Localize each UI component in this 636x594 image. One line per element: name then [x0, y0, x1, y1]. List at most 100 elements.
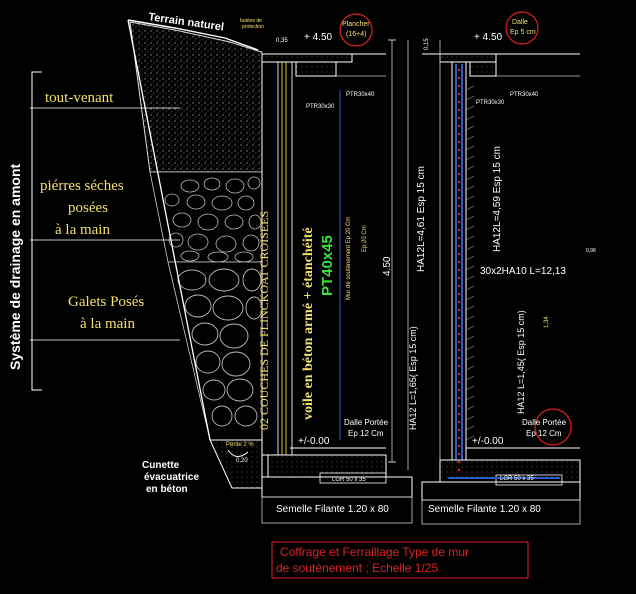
- left-elev-bottom: +/-0.00: [298, 436, 330, 447]
- dalle-portee-left-1: Dalle Portée: [344, 418, 389, 427]
- rebar-tie: [465, 125, 475, 131]
- cunette-1: Cunette: [142, 460, 180, 471]
- rebar-dot: [457, 412, 461, 416]
- title-line-2: de soutènement ; Echelle 1/25: [276, 561, 438, 575]
- flinckoat-label: 02 COUCHES DE FLINCKOAT CROISEES: [257, 211, 271, 430]
- rebar-tie: [465, 295, 475, 301]
- rebar-dot: [457, 92, 461, 96]
- rebar-dot: [457, 364, 461, 368]
- rebar-dot: [457, 308, 461, 312]
- cunette-2: évacuatrice: [144, 472, 199, 483]
- rebar-dot: [457, 124, 461, 128]
- pt-label: PT40x45: [319, 235, 336, 296]
- dim-098: 0,98: [586, 248, 596, 254]
- zone-pierres-3: à la main: [55, 222, 110, 238]
- semelle-left: Semelle Filante 1.20 x 80: [276, 504, 389, 515]
- rebar-tie: [465, 235, 475, 241]
- ptr-b-left: PTR30x30: [306, 104, 335, 110]
- rebar-ties: [465, 85, 475, 441]
- butees-1: butées de: [240, 18, 262, 24]
- rebar-tie: [465, 245, 475, 251]
- rebar-tie: [465, 185, 475, 191]
- rebar-tie: [465, 115, 475, 121]
- left-elev-top: + 4.50: [304, 32, 333, 43]
- ptr-a-right: PTR30x40: [510, 92, 539, 98]
- title-line-1: Coffrage et Ferraillage Type de mur: [280, 545, 469, 559]
- rebar-dot: [457, 172, 461, 176]
- lgr-left: LGR 50 x 35: [332, 477, 366, 483]
- rebar-dot: [457, 100, 461, 104]
- rebar-dot: [457, 372, 461, 376]
- dim-015: 0,15: [424, 38, 430, 50]
- plancher-2: (16+4): [346, 31, 366, 38]
- rebar-dot: [457, 348, 461, 352]
- ha10-label: 30x2HA10 L=12,13: [480, 266, 566, 277]
- dim-035: 0,35: [276, 38, 288, 44]
- dim-020: 0,20: [236, 458, 248, 464]
- rebar-dot: [457, 324, 461, 328]
- rebar-dot: [457, 220, 461, 224]
- zone-galets-1: Galets Posés: [68, 294, 144, 310]
- rebar-tie: [465, 285, 475, 291]
- rebar-dot: [457, 116, 461, 120]
- system-label: Système de drainage en amont: [7, 163, 23, 370]
- dalle-top-2: Ep 5 cm: [510, 29, 536, 36]
- rebar-dot: [457, 68, 461, 72]
- rebar-tie: [465, 365, 475, 371]
- rebar-dot: [457, 236, 461, 240]
- rebar-dot: [457, 148, 461, 152]
- rebar-dot: [457, 196, 461, 200]
- mur-label-1: Mur de soutènement Ep 20 Cm: [346, 217, 352, 300]
- rebar-dot: [457, 428, 461, 432]
- rebar-dot: [457, 396, 461, 400]
- dim-134: 1,34: [544, 316, 550, 328]
- rebar-dot: [457, 380, 461, 384]
- dalle-portee-right-2: Ep 12 Cm: [526, 429, 562, 438]
- rebar-dot: [457, 276, 461, 280]
- ha12-165: HA12 L=1,65( Esp 15 cm): [408, 326, 418, 430]
- rebar-dot: [457, 180, 461, 184]
- rebar-tie: [465, 275, 475, 281]
- rebar-dot: [457, 132, 461, 136]
- rebar-tie: [465, 355, 475, 361]
- rebar-tie: [465, 165, 475, 171]
- right-elev-top: + 4.50: [474, 32, 503, 43]
- rebar-dot: [457, 212, 461, 216]
- rebar-dot: [457, 244, 461, 248]
- rebar-tie: [465, 255, 475, 261]
- rebar-dot: [457, 404, 461, 408]
- rebar-dot: [457, 260, 461, 264]
- rebar-dot: [457, 292, 461, 296]
- rebar-dot: [457, 452, 461, 456]
- rebar-dot: [457, 444, 461, 448]
- mur-label-2: Ep 20 Cm: [362, 225, 368, 252]
- rebar-tie: [465, 195, 475, 201]
- title-box: [271, 541, 529, 579]
- rebar-dot: [457, 284, 461, 288]
- pente-label: Pente 2 %: [226, 442, 254, 448]
- rebar-tie: [465, 385, 475, 391]
- rebar-dot: [457, 252, 461, 256]
- rebar-tie: [465, 145, 475, 151]
- rebar-dot: [457, 436, 461, 440]
- rebar-tie: [465, 135, 475, 141]
- zone-tout-venant: tout-venant: [45, 90, 114, 106]
- terrain-line: [127, 19, 259, 51]
- rebar-tie: [465, 395, 475, 401]
- pebble-zone: [167, 261, 263, 441]
- rebar-tie: [465, 405, 475, 411]
- rebar-dot: [457, 188, 461, 192]
- rebar-tie: [465, 225, 475, 231]
- left-wall: [261, 39, 413, 524]
- rebar-tie: [465, 325, 475, 331]
- rebar-tie: [465, 95, 475, 101]
- rebar-tie: [465, 345, 475, 351]
- rebar-dot: [457, 164, 461, 168]
- rebar-tie: [465, 375, 475, 381]
- rebar-dot: [457, 468, 461, 472]
- cunette-3: en béton: [146, 484, 188, 495]
- rebar-tie: [465, 85, 475, 91]
- rebar-dot: [457, 316, 461, 320]
- rebar-dot: [457, 268, 461, 272]
